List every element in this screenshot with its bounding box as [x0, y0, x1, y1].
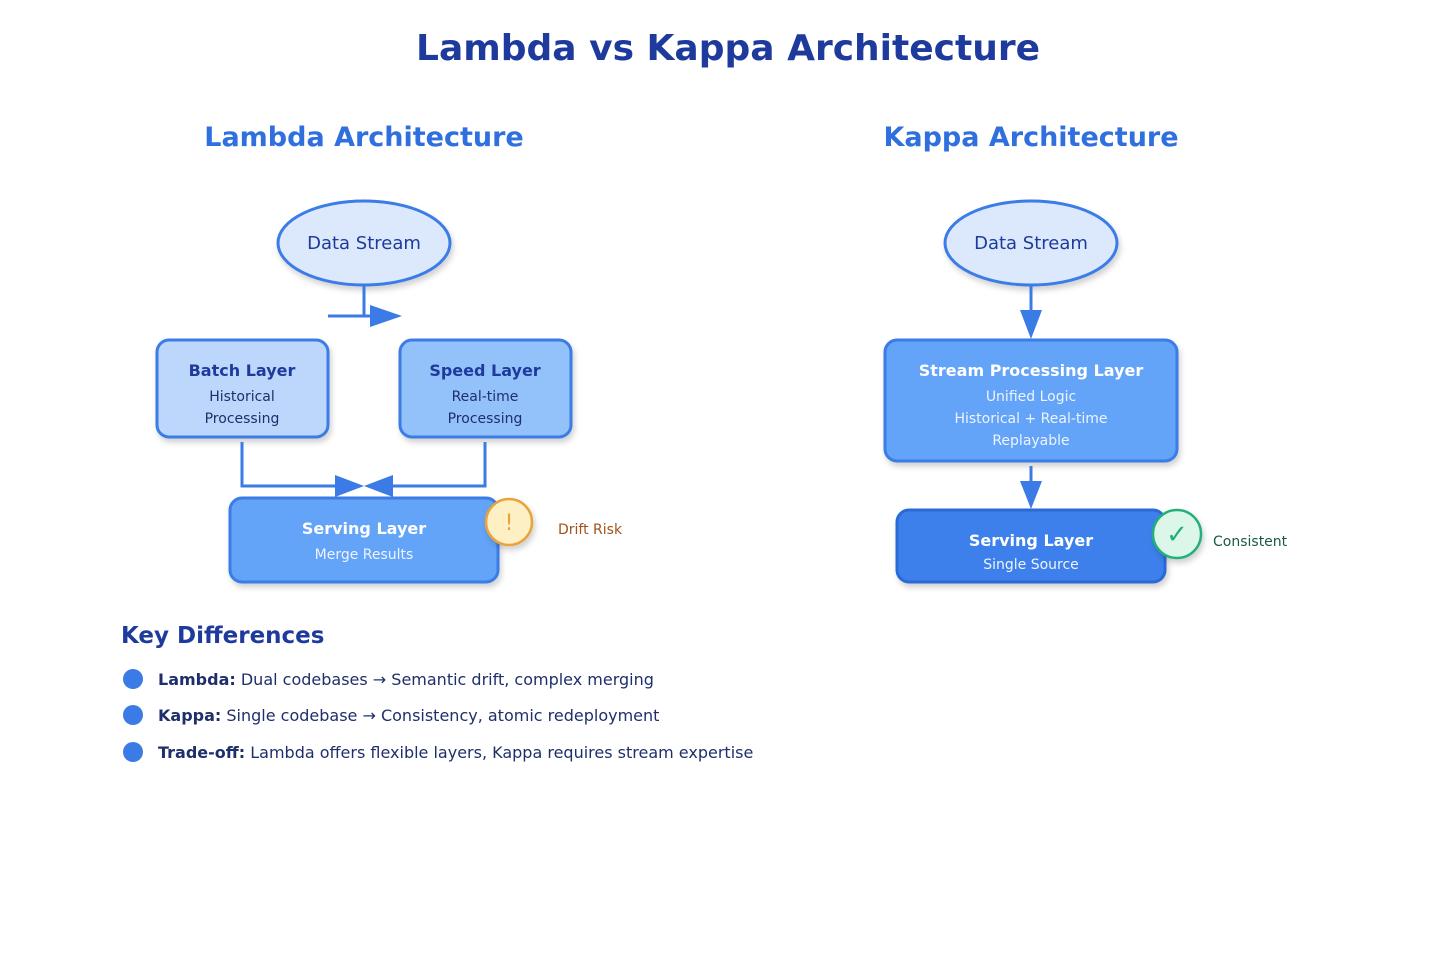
difference-description: Single codebase → Consistency, atomic re… — [221, 706, 659, 725]
bullet-dot — [123, 669, 143, 689]
consistent-label: Consistent — [1213, 534, 1288, 550]
lambda-split-arrowhead — [370, 305, 402, 327]
difference-text: Trade-off: Lambda offers flexible layers… — [158, 743, 753, 762]
difference-item: Trade-off: Lambda offers flexible layers… — [123, 742, 753, 762]
difference-label: Lambda: — [158, 670, 236, 689]
diagram-title: Lambda vs Kappa Architecture — [416, 28, 1040, 69]
difference-label: Trade-off: — [158, 743, 245, 762]
kappa-heading: Kappa Architecture — [883, 122, 1178, 153]
lambda-heading: Lambda Architecture — [204, 122, 524, 153]
lambda-architecture: Lambda Architecture Data Stream Batch La… — [155, 122, 623, 584]
lambda-serving-line1: Merge Results — [315, 547, 414, 563]
lambda-serving-title: Serving Layer — [302, 519, 426, 538]
kappa-serving-arrowhead — [1020, 481, 1042, 509]
batch-layer-box: Batch Layer Historical Processing — [155, 338, 330, 439]
key-differences: Key Differences Lambda: Dual codebases →… — [121, 623, 753, 762]
lambda-merge-connector — [240, 442, 487, 488]
lambda-data-stream-label: Data Stream — [307, 233, 421, 254]
lambda-serving-layer-box: Serving Layer Merge Results — [228, 496, 500, 584]
kappa-data-stream-node: Data Stream — [943, 199, 1119, 287]
stream-processing-layer-box: Stream Processing Layer Unified Logic Hi… — [883, 338, 1179, 463]
difference-text: Lambda: Dual codebases → Semantic drift,… — [158, 670, 654, 689]
lambda-split-connector — [328, 285, 372, 318]
stream-processing-line1: Unified Logic — [986, 389, 1076, 405]
batch-layer-line1: Historical — [209, 389, 275, 405]
difference-item: Lambda: Dual codebases → Semantic drift,… — [123, 669, 654, 689]
batch-layer-line2: Processing — [205, 411, 280, 427]
key-differences-heading: Key Differences — [121, 623, 324, 649]
consistent-check-icon: ✓ — [1151, 508, 1203, 560]
drift-risk-warning-icon: ! — [484, 497, 534, 547]
stream-processing-line3: Replayable — [992, 433, 1069, 449]
stream-processing-title: Stream Processing Layer — [919, 361, 1144, 380]
kappa-architecture: Kappa Architecture Data Stream Stream Pr… — [883, 122, 1288, 584]
difference-label: Kappa: — [158, 706, 221, 725]
stream-processing-line2: Historical + Real-time — [954, 411, 1107, 427]
bullet-dot — [123, 742, 143, 762]
kappa-data-stream-label: Data Stream — [974, 233, 1088, 254]
drift-risk-label: Drift Risk — [558, 522, 623, 538]
speed-layer-line1: Real-time — [452, 389, 519, 405]
difference-description: Lambda offers flexible layers, Kappa req… — [245, 743, 753, 762]
lambda-data-stream-node: Data Stream — [276, 199, 452, 287]
batch-layer-title: Batch Layer — [189, 361, 296, 380]
batch-merge-arrowhead — [335, 475, 364, 497]
speed-layer-box: Speed Layer Real-time Processing — [398, 338, 573, 439]
kappa-serving-title: Serving Layer — [969, 531, 1093, 550]
kappa-serving-line1: Single Source — [983, 557, 1079, 573]
speed-layer-title: Speed Layer — [429, 361, 540, 380]
difference-item: Kappa: Single codebase → Consistency, at… — [123, 705, 659, 725]
warning-symbol: ! — [505, 511, 514, 536]
kappa-stream-arrowhead — [1020, 310, 1042, 339]
check-symbol: ✓ — [1166, 520, 1188, 550]
speed-layer-line2: Processing — [448, 411, 523, 427]
difference-text: Kappa: Single codebase → Consistency, at… — [158, 706, 659, 725]
speed-merge-arrowhead — [364, 475, 393, 497]
kappa-serving-layer-box: Serving Layer Single Source — [895, 508, 1167, 584]
difference-description: Dual codebases → Semantic drift, complex… — [236, 670, 654, 689]
bullet-dot — [123, 705, 143, 725]
